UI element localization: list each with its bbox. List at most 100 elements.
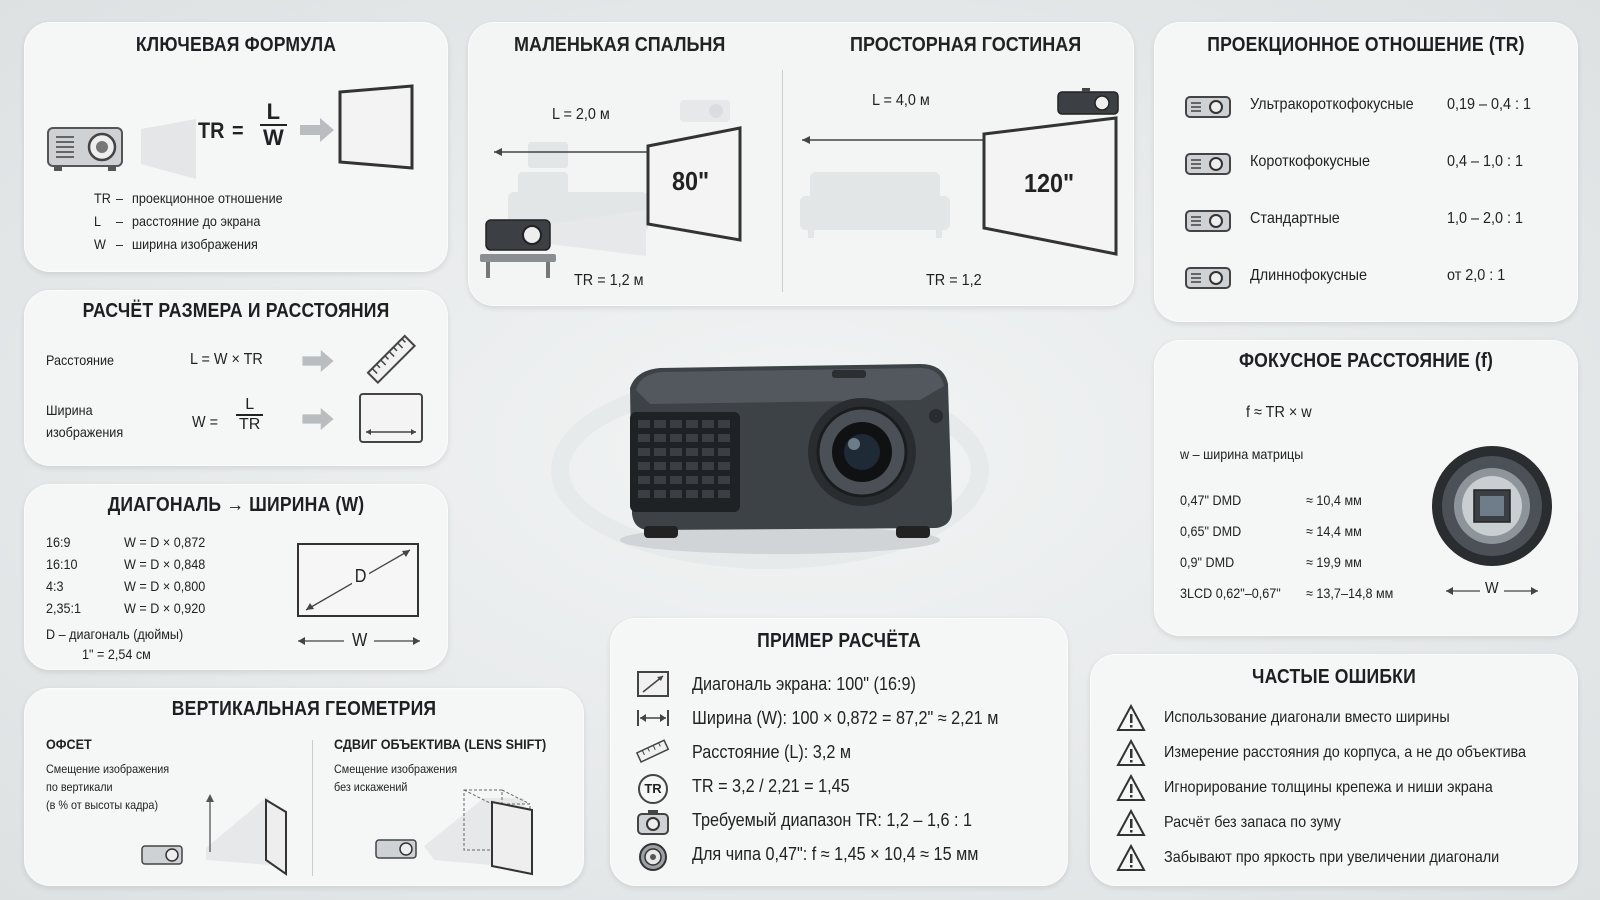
offset-desc-2: по вертикали <box>46 780 113 794</box>
width-arrow-icon <box>1446 587 1538 595</box>
distance-label: Расстояние <box>46 352 115 368</box>
sofa-icon <box>800 172 950 238</box>
formula-num: L <box>260 99 287 127</box>
chip-name: 0,9" DMD <box>1180 554 1235 570</box>
projector-icon <box>1185 267 1231 289</box>
projector-icon <box>1185 153 1231 175</box>
chip-name: 3LCD 0,62"–0,67" <box>1180 585 1281 601</box>
width-lhs: W = <box>192 414 219 431</box>
bedroom-projector-icon <box>480 210 646 278</box>
projector-icon <box>1185 210 1231 232</box>
width-arrow-icon <box>298 637 420 645</box>
focal-title: ФОКУСНОЕ РАССТОЯНИЕ (f) <box>1238 350 1494 372</box>
rooms-divider <box>782 70 783 292</box>
living-distance: L = 4,0 м <box>872 92 930 109</box>
bedroom-screen-icon <box>646 126 742 242</box>
calc-title: РАСЧЁТ РАЗМЕРА И РАССТОЯНИЯ <box>82 300 390 322</box>
formula-tr: TR <box>198 118 225 143</box>
arrow-right-icon <box>300 118 334 142</box>
ratio-formula: W = D × 0,920 <box>124 600 206 616</box>
formula-eq: = <box>232 118 244 143</box>
focal-panel: ФОКУСНОЕ РАССТОЯНИЕ (f) f ≈ TR × w w – ш… <box>1154 340 1578 636</box>
formula-den: W <box>263 125 284 151</box>
bedroom-distance: L = 2,0 м <box>552 106 610 123</box>
legend-v: проекционное отношение <box>132 190 283 206</box>
tr-name: Ультракороткофокусные <box>1250 96 1414 113</box>
distance-formula: L = W × TR <box>190 351 263 368</box>
legend-sep: – <box>116 190 124 206</box>
lens-shift-desc-2: без искажений <box>334 780 408 794</box>
d-label: D <box>352 566 370 587</box>
warning-icon <box>1116 809 1146 836</box>
legend-v: ширина изображения <box>132 236 258 252</box>
legend-sep: – <box>116 213 124 229</box>
focal-formula: f ≈ TR × w <box>1246 404 1312 421</box>
chip-name: 0,65" DMD <box>1180 523 1242 539</box>
vertical-title: ВЕРТИКАЛЬНАЯ ГЕОМЕТРИЯ <box>171 698 437 720</box>
warning-icon <box>1116 704 1146 731</box>
living-screen-size: 120" <box>1024 168 1075 198</box>
example-text: Ширина (W): 100 × 0,872 = 87,2" ≈ 2,21 м <box>692 708 999 728</box>
offset-desc-3: (в % от высоты кадра) <box>46 798 159 812</box>
example-text: TR = 3,2 / 2,21 = 1,45 <box>692 776 850 796</box>
bedroom-title: МАЛЕНЬКАЯ СПАЛЬНЯ <box>514 34 726 56</box>
errors-panel: ЧАСТЫЕ ОШИБКИ Использование диагонали вм… <box>1090 654 1578 886</box>
width-den: TR <box>239 415 261 433</box>
example-text: Требуемый диапазон TR: 1,2 – 1,6 : 1 <box>692 810 972 830</box>
tr-range: от 2,0 : 1 <box>1447 267 1506 284</box>
example-text: Расстояние (L): 3,2 м <box>692 742 851 762</box>
offset-illustration <box>141 794 287 876</box>
legend-v: расстояние до экрана <box>132 213 261 229</box>
distance-arrow-icon <box>494 148 666 156</box>
width-label-1: Ширина <box>46 402 93 418</box>
diagonal-panel: ДИАГОНАЛЬ → ШИРИНА (W) 16:9 W = D × 0,87… <box>24 484 448 670</box>
focal-note: w – ширина матрицы <box>1180 446 1304 462</box>
width-num: L <box>236 396 264 416</box>
error-text: Использование диагонали вместо ширины <box>1164 709 1450 726</box>
ratio: 2,35:1 <box>46 600 82 616</box>
formula-title: КЛЮЧЕВАЯ ФОРМУЛА <box>135 34 337 56</box>
width-label-2: изображения <box>46 424 124 440</box>
legend-k: TR <box>94 190 111 206</box>
tr-name: Короткофокусные <box>1250 153 1371 170</box>
offset-title: ОФСЕТ <box>46 736 92 752</box>
projector-icon <box>637 810 669 835</box>
formula-panel: КЛЮЧЕВАЯ ФОРМУЛА TR = L W TR – проекцион… <box>24 22 448 272</box>
ratio: 16:10 <box>46 556 78 572</box>
chip-focal: ≈ 14,4 мм <box>1306 523 1362 539</box>
legend-k: L <box>94 213 102 229</box>
error-text: Измерение расстояния до корпуса, а не до… <box>1164 744 1527 761</box>
tr-range: 0,19 – 0,4 : 1 <box>1447 96 1532 113</box>
example-text: Диагональ экрана: 100" (16:9) <box>692 674 916 694</box>
lens-shift-desc-1: Смещение изображения <box>334 762 458 776</box>
calc-panel: РАСЧЁТ РАЗМЕРА И РАССТОЯНИЯ Расстояние L… <box>24 290 448 466</box>
error-text: Расчёт без запаса по зуму <box>1164 814 1341 831</box>
example-title: ПРИМЕР РАСЧЁТА <box>757 630 921 652</box>
w-label: W <box>352 630 368 650</box>
ruler-icon <box>366 334 417 385</box>
legend-k: W <box>94 236 106 252</box>
living-tr: TR = 1,2 <box>926 272 982 289</box>
vertical-panel: ВЕРТИКАЛЬНАЯ ГЕОМЕТРИЯ ОФСЕТ Смещение из… <box>24 688 584 886</box>
sensor-w-label: W <box>1485 580 1499 597</box>
tr-icon: TR <box>638 774 668 804</box>
width-icon <box>637 710 669 726</box>
ruler-icon <box>636 739 670 763</box>
projector-hero-image <box>551 364 989 569</box>
width-fraction: L TR <box>236 396 264 433</box>
error-text: Игнорирование толщины крепежа и ниши экр… <box>1164 779 1493 796</box>
projector-icon <box>47 119 196 179</box>
ratio-formula: W = D × 0,800 <box>124 578 206 594</box>
distance-arrow-icon <box>802 136 1004 144</box>
error-text: Забывают про яркость при увеличении диаг… <box>1164 849 1500 866</box>
example-text: Для чипа 0,47": f ≈ 1,45 × 10,4 ≈ 15 мм <box>692 844 979 864</box>
diagonal-title: ДИАГОНАЛЬ → ШИРИНА (W) <box>107 494 365 516</box>
warning-icon <box>1116 774 1146 801</box>
inch-note: 1" = 2,54 см <box>82 646 151 662</box>
lens-sensor-icon <box>1432 446 1552 566</box>
diagonal-icon <box>637 671 669 697</box>
ratio: 16:9 <box>46 534 71 550</box>
legend-sep: – <box>116 236 124 252</box>
bedroom-tr: TR = 1,2 м <box>574 272 644 289</box>
ceiling-projector-icon <box>1057 88 1119 115</box>
